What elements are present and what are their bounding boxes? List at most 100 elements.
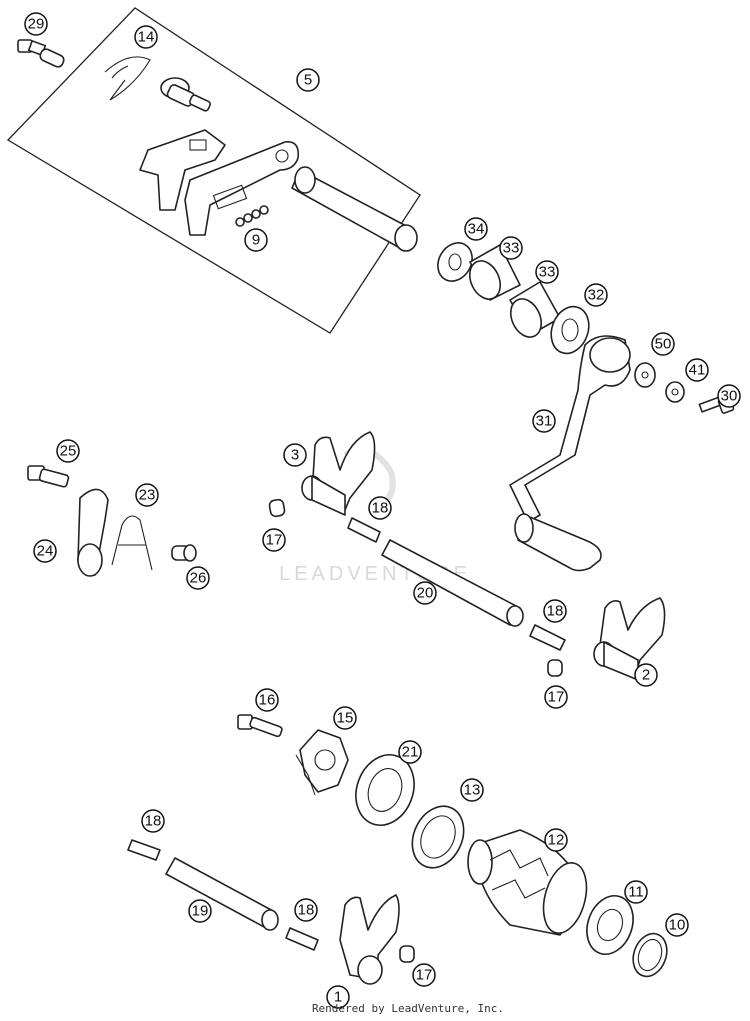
part-26-bushing bbox=[171, 544, 197, 562]
svg-text:14: 14 bbox=[138, 29, 155, 46]
svg-text:23: 23 bbox=[139, 487, 156, 504]
part-16-bolt bbox=[237, 714, 283, 738]
callout-18b: 18 bbox=[543, 599, 567, 623]
svg-text:18: 18 bbox=[547, 603, 564, 620]
svg-text:12: 12 bbox=[548, 832, 565, 849]
part-25-bolt bbox=[27, 465, 70, 488]
part-9-rollers bbox=[235, 205, 269, 227]
svg-text:16: 16 bbox=[259, 692, 276, 709]
callout-15: 15 bbox=[333, 706, 357, 730]
callout-33b: 33 bbox=[535, 260, 559, 284]
part-2-shift-fork bbox=[593, 597, 666, 681]
callout-31: 31 bbox=[532, 409, 556, 433]
part-3-shift-fork bbox=[301, 431, 376, 516]
callout-10: 10 bbox=[665, 913, 689, 937]
svg-text:18: 18 bbox=[372, 500, 389, 517]
assembly-frame-5 bbox=[6, 7, 421, 334]
part-1-shift-fork bbox=[339, 894, 400, 985]
part-shift-lever-arm bbox=[184, 141, 300, 236]
part-50-washer bbox=[634, 362, 656, 388]
part-18-spring-b bbox=[529, 624, 566, 651]
part-17-pin-b bbox=[547, 659, 563, 677]
callout-19: 19 bbox=[188, 899, 212, 923]
part-17-pin-a bbox=[268, 498, 286, 518]
svg-text:15: 15 bbox=[337, 710, 354, 727]
svg-text:9: 9 bbox=[252, 232, 260, 249]
callout-18d: 18 bbox=[294, 898, 318, 922]
part-34-washer bbox=[437, 242, 473, 282]
callout-21: 21 bbox=[398, 740, 422, 764]
callout-41: 41 bbox=[685, 358, 709, 382]
callout-26: 26 bbox=[186, 566, 210, 590]
callout-29: 29 bbox=[24, 12, 48, 36]
callout-34: 34 bbox=[464, 217, 488, 241]
callout-9: 9 bbox=[244, 228, 268, 252]
part-18-spring-a bbox=[347, 517, 381, 543]
svg-text:19: 19 bbox=[192, 903, 209, 920]
callout-33a: 33 bbox=[499, 236, 523, 260]
callout-17b: 17 bbox=[544, 685, 568, 709]
svg-text:21: 21 bbox=[402, 744, 419, 761]
svg-text:20: 20 bbox=[417, 585, 434, 602]
part-21-bearing bbox=[355, 754, 415, 826]
part-shift-shaft bbox=[291, 166, 418, 252]
part-41-lock-washer bbox=[665, 381, 685, 403]
part-33-needle-bearing-b bbox=[509, 281, 561, 338]
svg-text:25: 25 bbox=[60, 443, 77, 460]
callout-30: 30 bbox=[717, 384, 741, 408]
svg-text:10: 10 bbox=[669, 917, 686, 934]
svg-text:11: 11 bbox=[628, 884, 644, 901]
part-shift-bolt bbox=[160, 77, 211, 112]
part-29-fitting bbox=[17, 39, 65, 68]
part-18-spring-d bbox=[285, 927, 319, 951]
part-20-rail bbox=[381, 539, 524, 627]
svg-text:5: 5 bbox=[304, 72, 312, 89]
part-14-spring-clip bbox=[104, 56, 151, 101]
callout-25: 25 bbox=[56, 439, 80, 463]
callout-18c: 18 bbox=[141, 809, 165, 833]
svg-text:26: 26 bbox=[190, 570, 207, 587]
part-12-shift-drum bbox=[467, 829, 588, 936]
callout-17c: 17 bbox=[412, 963, 436, 987]
svg-text:29: 29 bbox=[28, 16, 45, 33]
part-19-rail bbox=[165, 857, 279, 931]
svg-text:32: 32 bbox=[588, 287, 605, 304]
part-31-shift-lever bbox=[509, 335, 631, 572]
part-33-needle-bearing-a bbox=[468, 244, 521, 301]
callout-2: 2 bbox=[634, 663, 658, 687]
part-32-seal-ring bbox=[550, 305, 590, 355]
callout-16: 16 bbox=[255, 688, 279, 712]
callout-32: 32 bbox=[584, 283, 608, 307]
part-18-spring-c bbox=[127, 839, 161, 861]
callout-24: 24 bbox=[33, 539, 57, 563]
svg-text:50: 50 bbox=[655, 336, 672, 353]
svg-text:18: 18 bbox=[145, 813, 162, 830]
svg-text:24: 24 bbox=[37, 543, 54, 560]
callout-13: 13 bbox=[460, 778, 484, 802]
callout-1: 1 bbox=[326, 985, 350, 1009]
svg-text:30: 30 bbox=[721, 388, 738, 405]
callout-5: 5 bbox=[296, 68, 320, 92]
callout-3: 3 bbox=[283, 443, 307, 467]
callout-11: 11 bbox=[624, 880, 648, 904]
callout-17a: 17 bbox=[262, 528, 286, 552]
svg-text:13: 13 bbox=[464, 782, 481, 799]
part-11-bearing bbox=[586, 895, 634, 955]
part-23-torsion-spring bbox=[111, 515, 153, 571]
svg-text:33: 33 bbox=[503, 240, 520, 257]
svg-text:34: 34 bbox=[468, 221, 485, 238]
svg-text:1: 1 bbox=[334, 989, 342, 1006]
part-shift-plate-left bbox=[139, 129, 226, 211]
part-17-pin-c bbox=[399, 945, 415, 963]
svg-text:2: 2 bbox=[642, 667, 650, 684]
part-10-circlip bbox=[632, 932, 668, 978]
callout-20: 20 bbox=[413, 581, 437, 605]
svg-text:41: 41 bbox=[689, 362, 706, 379]
callout-18a: 18 bbox=[368, 496, 392, 520]
part-15-shift-drum-star bbox=[295, 729, 349, 796]
callout-50: 50 bbox=[651, 332, 675, 356]
svg-text:31: 31 bbox=[536, 413, 553, 430]
svg-text:17: 17 bbox=[416, 967, 433, 984]
callout-12: 12 bbox=[544, 828, 568, 852]
